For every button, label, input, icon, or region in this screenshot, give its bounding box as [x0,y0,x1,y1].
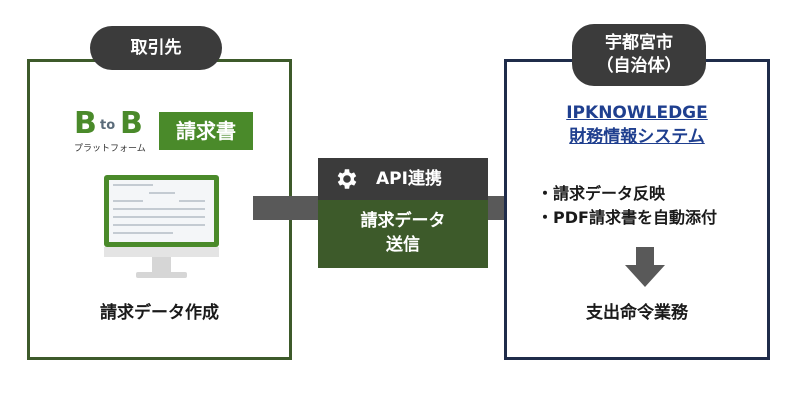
municipality-panel [504,59,770,360]
monitor-icon [104,175,219,283]
doc-line [113,224,205,226]
api-label-text: API連携 [376,169,442,189]
down-arrow-icon [625,247,665,287]
logo-letter-b2: B [120,106,143,141]
system-subtitle: 財務情報システム [569,127,705,147]
monitor-screen [104,175,219,247]
doc-line [113,232,173,234]
municipality-name: 宇都宮市 [605,33,673,53]
btob-logo: B to B プラットフォーム 請求書 [74,106,254,156]
monitor-base [136,272,187,278]
municipality-header: 宇都宮市 （自治体） [572,24,706,86]
create-invoice-caption: 請求データ作成 [100,303,219,323]
supplier-header: 取引先 [90,26,222,70]
logo-subtitle: プラットフォーム [74,144,146,154]
payment-order-caption: 支出命令業務 [586,303,688,323]
api-integration-label: API連携 [318,158,488,200]
municipality-type: （自治体） [596,56,682,76]
monitor-bezel [104,247,219,257]
feature-item: ・請求データ反映 [537,184,666,203]
send-invoice-label: 請求データ 送信 [318,200,488,268]
gear-icon [337,169,357,189]
monitor-neck [152,257,171,273]
logo-letter-b1: B [74,106,97,141]
doc-line [113,184,153,186]
feature-item: ・PDF請求書を自動添付 [537,208,717,227]
doc-line [149,192,175,194]
send-line-1: 請求データ [360,211,446,231]
system-title: IPKNOWLEDGE 財務情報システム [504,101,770,149]
feature-list: ・請求データ反映 ・PDF請求書を自動添付 [537,182,717,230]
logo-to: to [100,118,116,133]
doc-line [113,200,143,202]
send-line-2: 送信 [386,235,420,255]
logo-tag: 請求書 [159,112,253,150]
doc-line [113,208,205,210]
doc-line [113,216,205,218]
doc-line [179,200,205,202]
system-name: IPKNOWLEDGE [566,103,708,123]
monitor-document [109,180,214,242]
